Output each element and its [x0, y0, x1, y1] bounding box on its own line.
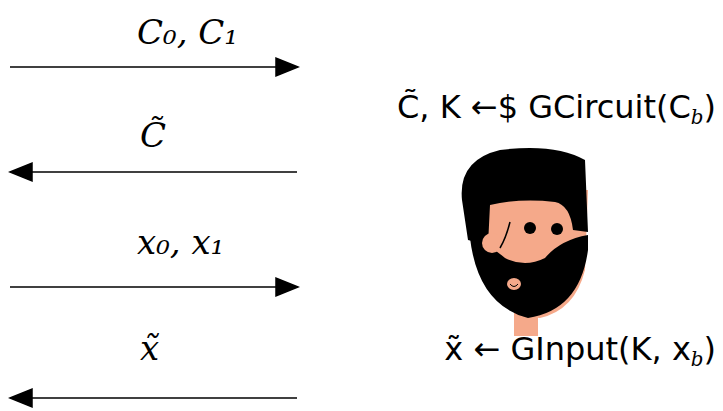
subscript: b — [691, 348, 704, 371]
smile — [510, 284, 518, 287]
math-line: C₀, C₁ — [137, 12, 238, 53]
math-line: x₀, x₁ — [137, 222, 224, 263]
math-label: C₀, C₁ — [137, 12, 238, 52]
message-arrow — [28, 397, 297, 399]
message-arrow — [10, 66, 280, 68]
hair — [462, 148, 588, 245]
math-label: C̃ — [140, 115, 166, 155]
message-arrow — [28, 171, 297, 173]
mouth — [507, 278, 521, 290]
math-label: x₀, x₁ — [137, 222, 224, 262]
arrow-head — [276, 278, 298, 296]
subscript: b — [691, 106, 704, 129]
eye — [524, 222, 536, 234]
math-label: ) — [704, 330, 716, 368]
arrow-head — [276, 58, 298, 76]
ear — [482, 233, 502, 253]
arrow-head — [10, 389, 32, 407]
eye — [551, 223, 563, 235]
math-line: C̃, K ←$ GCircuit(Cb) — [397, 88, 716, 130]
challenger-face — [462, 148, 588, 336]
arrow-head — [10, 163, 32, 181]
math-line: x̃ — [140, 328, 159, 369]
message-arrow — [10, 286, 280, 288]
math-label: x̃ ← GInput(K, x — [444, 330, 691, 368]
math-line: C̃ — [140, 115, 166, 156]
math-label: ) — [704, 88, 716, 126]
math-label: C̃, K ←$ GCircuit(C — [397, 88, 691, 126]
math-line: x̃ ← GInput(K, xb) — [444, 330, 716, 372]
math-label: x̃ — [140, 328, 159, 368]
nose — [500, 222, 510, 248]
